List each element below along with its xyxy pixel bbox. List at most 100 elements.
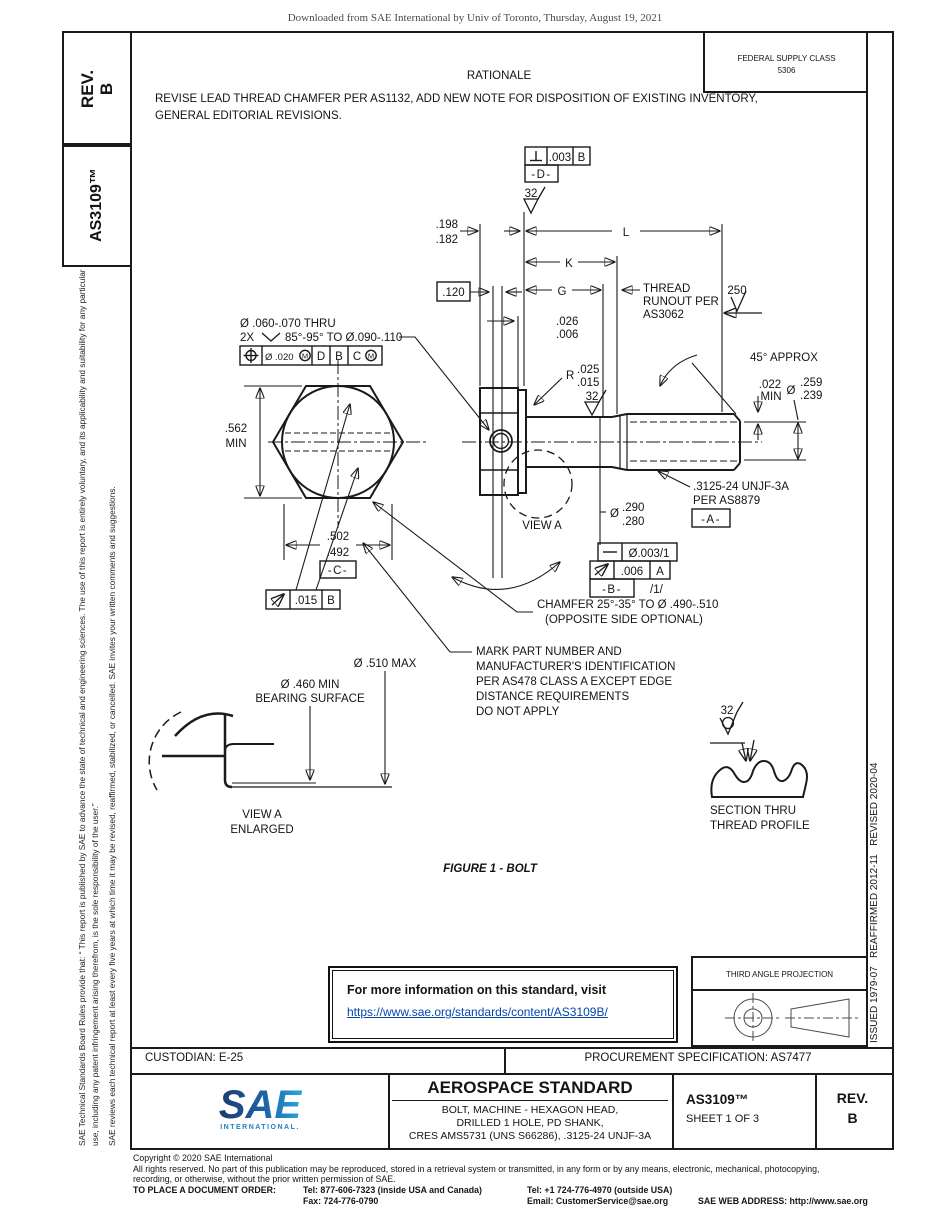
thread-spec-line2: PER AS8879 (693, 495, 760, 507)
dia-shank-prefix: Ø (610, 508, 619, 520)
thread-runout-note-2: RUNOUT PER (643, 296, 719, 308)
figure-caption: FIGURE 1 - BOLT (443, 863, 538, 875)
rev-label: REV. (78, 69, 97, 109)
datum-a-box (691, 508, 731, 528)
fcf-runout-head (265, 589, 341, 610)
footer-rights-2: recording, or otherwise, without the pri… (133, 1174, 396, 1184)
standard-link[interactable]: https://www.sae.org/standards/content/AS… (347, 1005, 608, 1019)
fcf-position-tol: Ø .020 (265, 352, 294, 363)
chamfer-note-line2: (OPPOSITE SIDE OPTIONAL) (545, 614, 703, 626)
dim-across-corners-qualifier: MIN (225, 438, 246, 450)
surface-finish-32-top: 32 (525, 188, 538, 200)
projection-title: THIRD ANGLE PROJECTION (693, 958, 866, 991)
dim-across-flats-min: .492 (327, 547, 349, 559)
fcf-position-datum3: C (353, 351, 361, 363)
titleblock-divider-3 (815, 1073, 817, 1148)
revision-history-vertical: ISSUED 1979-07 REAFFIRMED 2012-11 REVISE… (869, 762, 880, 1044)
datum-d-box (524, 164, 559, 183)
titleblock-divider-2 (672, 1073, 674, 1148)
marking-note-2: MANUFACTURER'S IDENTIFICATION (476, 661, 675, 673)
view-a-enlarged-line2: ENLARGED (230, 824, 293, 836)
fcf-perp-datum: B (578, 152, 586, 164)
info-box: For more information on this standard, v… (328, 966, 678, 1043)
sae-logo-subtext: INTERNATIONAL. (220, 1124, 300, 1131)
titleblock-doc-number: AS3109™ (686, 1092, 749, 1107)
fillet-radius-leader (534, 377, 563, 405)
footer-web: SAE WEB ADDRESS: http://www.sae.org (698, 1195, 868, 1206)
footer-tel2: Tel: +1 724-776-4970 (outside USA) (527, 1184, 673, 1195)
view-a-enlarged-line1: VIEW A (242, 809, 282, 821)
projection-box: THIRD ANGLE PROJECTION (691, 956, 868, 1047)
dim-G: G (558, 286, 567, 298)
leader-lines-hex (295, 404, 560, 653)
fcf-straightness-tol: Ø.003/1 (629, 548, 670, 560)
dia-thread-end-max: .259 (800, 377, 822, 389)
dim-washer-face-min: .006 (556, 329, 578, 341)
procurement-label: PROCUREMENT SPECIFICATION: AS7477 (584, 1052, 812, 1064)
section-note-line1: SECTION THRU (710, 805, 796, 817)
dia-bearing-line2: BEARING SURFACE (255, 693, 365, 705)
datum-a-label: -A- (701, 514, 721, 526)
doc-number-vertical: AS3109™ (88, 168, 106, 242)
countersink-icon (261, 332, 281, 342)
thread-runout-note-1: THREAD (643, 283, 690, 295)
hex-head-centerlines (268, 360, 428, 528)
federal-supply-class-box: FEDERAL SUPPLY CLASS 5306 (703, 31, 868, 93)
view-a-enlarged-detail (148, 711, 392, 791)
surface-finish-32-section-icon (710, 701, 754, 761)
titleblock-sheet: SHEET 1 OF 3 (686, 1113, 760, 1125)
titleblock-rev-label: REV. (836, 1090, 869, 1106)
chamfer-angle-note: 45° APPROX (750, 352, 818, 364)
sidebar-disclaimer-2: SAE reviews each technical report at lea… (107, 486, 117, 1146)
fcf-runout-shank-tol: .006 (621, 566, 643, 578)
titleblock-divider-1 (388, 1073, 390, 1148)
dia-shank-min: .280 (622, 516, 644, 528)
rev-box: REV. B (62, 31, 132, 147)
titleblock-heading-rule (392, 1100, 668, 1101)
titleblock-subtitle-1: BOLT, MACHINE - HEXAGON HEAD, (441, 1104, 619, 1116)
dimension-lines-top (460, 212, 723, 578)
bolt-side-hidden-lines (462, 421, 762, 462)
dia-head-max: Ø .510 MAX (354, 658, 417, 670)
federal-supply-class-value: 5306 (777, 66, 796, 75)
surface-finish-32-shank-icon (583, 389, 607, 417)
thread-runout-note-3: AS3062 (643, 309, 684, 321)
surface-finish-250-icon (724, 290, 762, 313)
section-note-line2: THREAD PROFILE (710, 820, 810, 832)
custodian-label: CUSTODIAN: E-25 (145, 1052, 244, 1064)
fcf-position-mod1: M (302, 352, 308, 361)
dim-chamfer-length-lines (744, 396, 806, 461)
view-a-enlarged-leaders (310, 671, 385, 784)
footer-fax: Fax: 724-776-0790 (303, 1195, 379, 1206)
surface-finish-32-top-icon (522, 186, 546, 215)
dim-washer-face-max: .026 (556, 316, 578, 328)
dim-across-flats-lines (283, 504, 393, 560)
info-box-inner: For more information on this standard, v… (332, 970, 674, 1039)
footer-rights-1: All rights reserved. No part of this pub… (133, 1163, 820, 1174)
rev-box-text: REV. B (78, 70, 116, 108)
per-unit-length: /1/ (650, 584, 664, 596)
footer-copyright: Copyright © 2020 SAE International (133, 1153, 273, 1163)
titleblock-subtitle-3: CRES AMS5731 (UNS S66286), .3125-24 UNJF… (408, 1130, 652, 1142)
datum-d-label: -D- (531, 169, 551, 181)
rationale-line-1: REVISE LEAD THREAD CHAMFER PER AS1132, A… (155, 93, 758, 105)
figure-1-drawing: .003 B -D- 32 (148, 146, 822, 875)
fillet-radius-min: .015 (577, 377, 599, 389)
dim-head-thickness-min: .182 (436, 234, 458, 246)
datum-c-box (319, 560, 357, 579)
view-a-label: VIEW A (522, 520, 562, 532)
thread-spec-leader (658, 471, 691, 488)
dim-across-corners-value: .562 (225, 423, 247, 435)
sae-logo-text: SAE (219, 1083, 303, 1126)
info-box-text: For more information on this standard, v… (347, 983, 607, 997)
dim-grip-value: .120 (442, 287, 464, 299)
dim-L: L (623, 227, 630, 239)
fcf-position-datum2: B (335, 351, 343, 363)
dim-across-flats-max: .502 (327, 531, 349, 543)
fcf-runout-shank-datum: A (656, 566, 664, 578)
fillet-radius-max: .025 (577, 364, 599, 376)
dim-across-corners-lines (244, 385, 302, 499)
dim-chamfer-len-qualifier: MIN (760, 391, 781, 403)
thread-spec-line1: .3125-24 UNJF-3A (693, 481, 789, 493)
